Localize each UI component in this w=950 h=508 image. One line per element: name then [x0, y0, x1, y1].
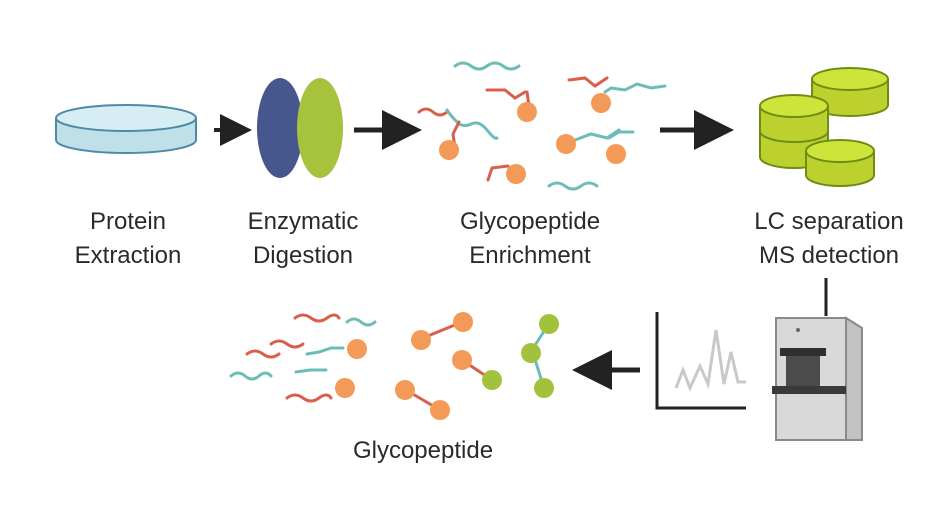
label-line: Digestion [252, 242, 354, 269]
petri-dish-icon [55, 104, 197, 154]
label-line: Glycopeptide [459, 208, 601, 235]
label-line: Enzymatic [247, 208, 359, 235]
label-line: MS detection [758, 242, 900, 269]
label-enzymatic-digestion: Enzymatic Digestion [223, 205, 383, 273]
lc-column-icon [759, 67, 889, 187]
label-protein-extraction: Protein Extraction [48, 205, 208, 273]
label-line: Glycopeptide [352, 437, 494, 464]
glycan-group [439, 93, 626, 184]
peptide-mixture-icon [417, 61, 667, 191]
label-line: Enrichment [469, 242, 591, 269]
label-glycopeptide-result: Glycopeptide [318, 434, 528, 468]
label-lc-ms: LC separation MS detection [726, 205, 932, 273]
mass-spectrometer-icon [772, 316, 863, 441]
label-line: LC separation [754, 208, 904, 235]
glycan-result-group [335, 312, 559, 420]
glycopeptide-result-icon [229, 313, 550, 412]
label-glycopeptide-enrichment: Glycopeptide Enrichment [430, 205, 630, 273]
label-line: Extraction [74, 242, 182, 269]
chromatogram-icon [655, 312, 746, 410]
enzyme-icon [257, 78, 343, 178]
label-line: Protein [89, 208, 167, 235]
